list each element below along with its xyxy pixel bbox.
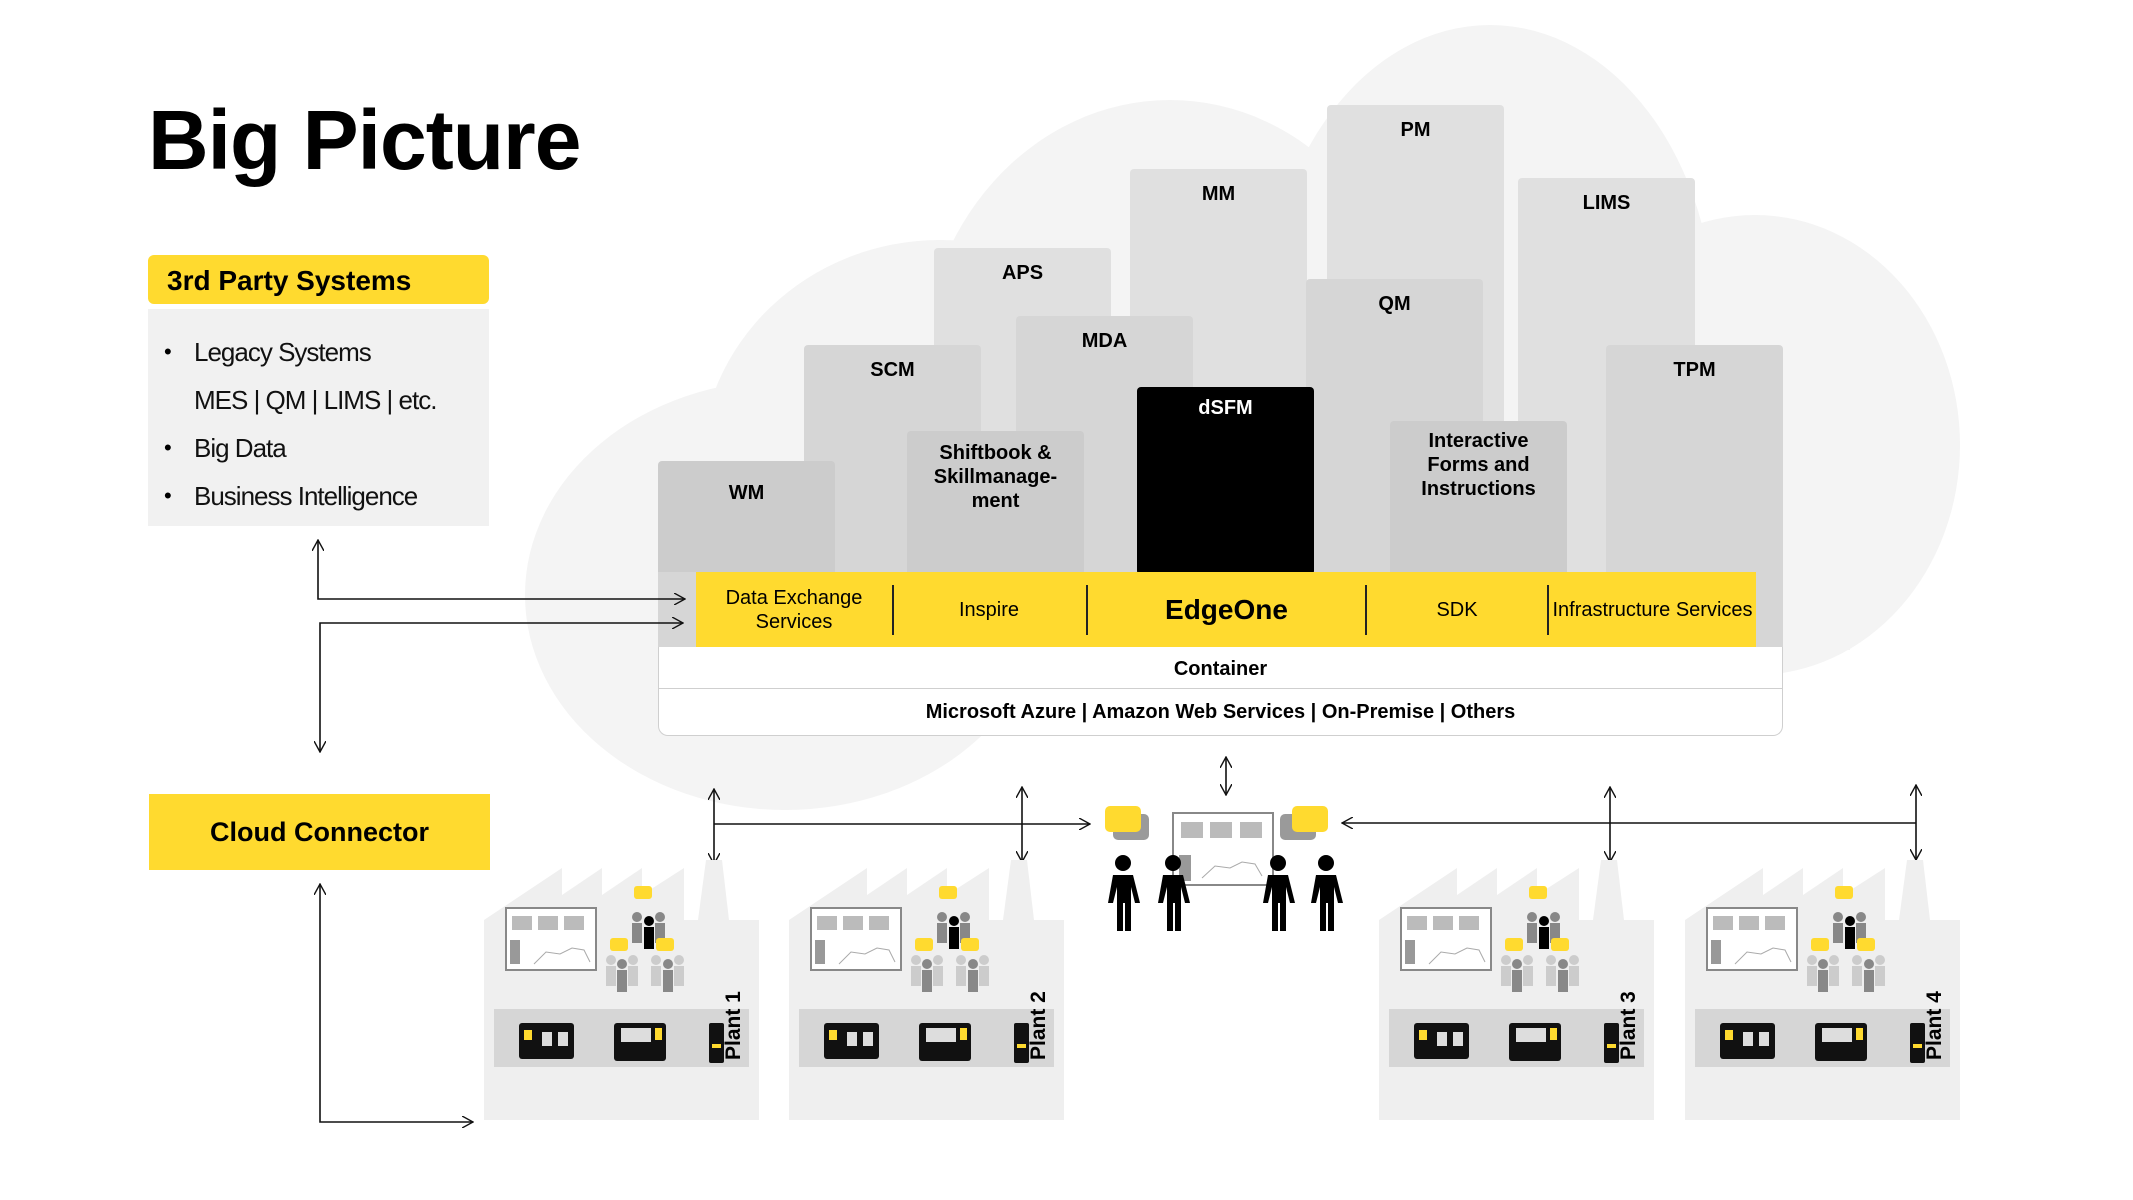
page-title: Big Picture: [148, 93, 581, 187]
machine-icons: [1720, 1023, 1925, 1063]
module-dsfm: dSFM: [1137, 387, 1314, 575]
module-qm-label: QM: [1378, 293, 1411, 315]
band-data-exchange-services: Data Exchange Services: [725, 586, 863, 633]
plant-1: Plant 1: [484, 860, 759, 1120]
container-label: Container: [1173, 658, 1268, 680]
module-mda-label: MDA: [1081, 330, 1128, 352]
list-item: MES | QM | LIMS | etc.: [194, 385, 437, 415]
band-edgeone: EdgeOne: [1165, 593, 1288, 625]
team-people-icon: [606, 886, 684, 992]
arrow-third-party-to-band: [318, 540, 685, 599]
third-party-systems-title: 3rd Party Systems: [167, 265, 412, 296]
band-divider: [1547, 585, 1549, 635]
bullet-icon: •: [164, 435, 172, 460]
people-icon: [1108, 855, 1343, 931]
dashboard-screen-icon: [505, 907, 597, 971]
band-inspire: Inspire: [958, 598, 1020, 621]
list-item: Business Intelligence: [194, 481, 418, 511]
bullet-icon: •: [164, 339, 172, 364]
plant-4: Plant 4: [1685, 860, 1960, 1120]
module-interactive-forms: Interactive Forms and Instructions: [1390, 421, 1567, 576]
plant-label: Plant 3: [1617, 991, 1640, 1060]
dashboard-screen-icon: [810, 907, 902, 971]
plant-2: Plant 2: [789, 860, 1064, 1120]
module-lims-label: LIMS: [1582, 192, 1631, 214]
band-divider: [892, 585, 894, 635]
dashboard-screen-icon: [1400, 907, 1492, 971]
machine-icons: [519, 1023, 724, 1063]
band-infrastructure-services: Infrastructure Services: [1552, 598, 1753, 621]
hosting-providers-label: Microsoft Azure | Amazon Web Services | …: [925, 701, 1516, 723]
team-people-icon: [1501, 886, 1579, 992]
module-shiftbook: Shiftbook & Skillmanage-ment: [907, 431, 1084, 576]
dashboard-screen-icon: [1172, 812, 1274, 886]
machine-icons: [1414, 1023, 1619, 1063]
band-sdk: SDK: [1436, 598, 1478, 621]
plant-3: Plant 3: [1379, 860, 1654, 1120]
list-item: Big Data: [194, 433, 287, 463]
module-scm-label: SCM: [870, 359, 915, 381]
dashboard-screen-icon: [1706, 907, 1798, 971]
arrow-connector-to-plant1: [320, 884, 473, 1122]
team-people-icon: [911, 886, 989, 992]
plant-label: Plant 1: [722, 991, 745, 1060]
module-mm-label: MM: [1201, 183, 1236, 205]
platform-divider: [659, 688, 1782, 689]
module-tpm-label: TPM: [1673, 359, 1716, 381]
third-party-systems-header: 3rd Party Systems: [148, 255, 489, 304]
module-aps-label: APS: [1001, 262, 1044, 284]
third-party-systems-list: • Legacy Systems MES | QM | LIMS | etc. …: [148, 309, 489, 526]
cloud-connector-label: Cloud Connector: [210, 816, 429, 847]
arrow-connector-to-band: [320, 623, 683, 752]
list-item: Legacy Systems: [194, 337, 372, 367]
team-people-icon: [1807, 886, 1885, 992]
module-interactive-forms-label: Interactive Forms and Instructions: [1421, 430, 1536, 500]
chat-bubble-icon: [1105, 806, 1328, 840]
module-shiftbook-label: Shiftbook & Skillmanage-ment: [933, 442, 1058, 512]
cloud-connector-box: Cloud Connector: [149, 794, 490, 870]
band-divider: [1365, 585, 1367, 635]
module-dsfm-label: dSFM: [1198, 397, 1253, 419]
plant-label: Plant 4: [1923, 991, 1946, 1060]
band-divider: [1086, 585, 1088, 635]
platform-box: Container Microsoft Azure | Amazon Web S…: [658, 647, 1783, 736]
module-pm-label: PM: [1400, 119, 1431, 141]
bullet-icon: •: [164, 483, 172, 508]
central-team: [1090, 800, 1360, 950]
module-wm-label: WM: [728, 482, 765, 504]
plant-label: Plant 2: [1027, 991, 1050, 1060]
edgeone-band: Data Exchange Services Inspire EdgeOne S…: [696, 572, 1756, 647]
machine-icons: [824, 1023, 1029, 1063]
